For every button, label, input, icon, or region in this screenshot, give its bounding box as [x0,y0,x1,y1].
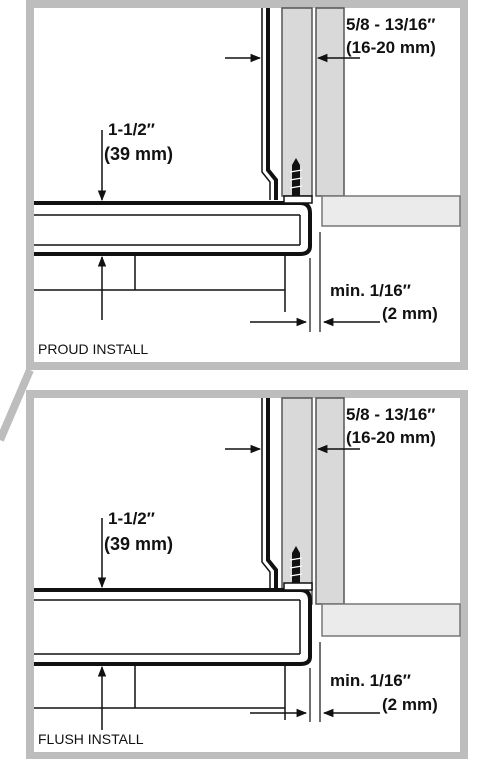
screw [292,158,300,196]
appliance-wall-outline [266,398,278,590]
appliance-wall-outline [266,8,278,200]
countertop [321,195,461,227]
min-label-line1: min. 1/16″ [330,281,411,300]
gap-label-line1: 5/8 - 13/16″ [346,405,435,424]
base-cabinet [34,664,286,720]
height-label-line1: 1-1/2″ [108,509,155,528]
screw [292,546,300,583]
height-label-line2: (39 mm) [104,534,173,554]
appliance-inner-line [261,398,271,590]
gap-label-line2: (16-20 mm) [346,428,436,447]
wall-panel [315,7,345,197]
washer [283,195,313,204]
base-cabinet [34,254,286,312]
wall-panel [315,397,345,605]
min-label-line2: (2 mm) [382,695,438,714]
panel-caption: FLUSH INSTALL [38,731,144,747]
countertop [321,603,461,637]
min-label-line1: min. 1/16″ [330,671,411,690]
panel-connector [0,368,34,442]
gap-label-line2: (16-20 mm) [346,38,436,57]
height-label-line1: 1-1/2″ [108,120,155,139]
proud-install-panel: 5/8 - 13/16″ (16-20 mm) 1-1/2″ (39 mm) m… [26,0,468,370]
panel-caption: PROUD INSTALL [38,341,148,357]
flush-install-panel: 5/8 - 13/16″ (16-20 mm) 1-1/2″ (39 mm) m… [26,390,468,759]
washer [283,582,313,591]
min-label-line2: (2 mm) [382,304,438,323]
cooktop-slab [34,201,312,256]
appliance-inner-line [261,8,271,200]
height-label-line2: (39 mm) [104,144,173,164]
gap-label-line1: 5/8 - 13/16″ [346,15,435,34]
cooktop-slab [34,588,312,666]
